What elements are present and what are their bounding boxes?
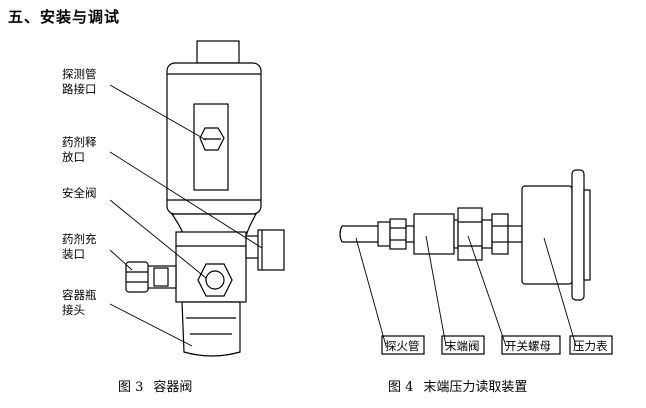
label-probe-tube: 探火管	[385, 339, 420, 353]
label-fill-port-2: 装口	[62, 247, 85, 261]
label-fill-port-1: 药剂充	[62, 232, 97, 246]
label-agent-release-1: 药剂释	[62, 135, 97, 149]
label-gauge: 压力表	[573, 339, 608, 353]
section-title: 五、安装与调试	[8, 8, 121, 26]
label-switch-nut: 开关螺母	[505, 339, 551, 353]
figure-3-caption: 图 3 容器阀	[118, 376, 192, 395]
figure-4-number: 图 4	[388, 380, 414, 395]
label-probe-port-2: 路接口	[62, 82, 97, 96]
fig4-leaders	[355, 235, 577, 347]
label-bottle-joint-2: 接头	[62, 303, 85, 317]
fig4-labels: 探火管 末端阀 开关螺母 压力表	[381, 335, 613, 355]
label-safety-valve: 安全阀	[62, 186, 97, 200]
figure-4-title: 末端压力读取装置	[423, 380, 528, 395]
fig3-labels: 探测管 路接口 药剂释 放口 安全阀 药剂充 装口 容器瓶 接头	[62, 67, 97, 317]
figure-3-number: 图 3	[118, 380, 144, 395]
figure-3-title: 容器阀	[153, 380, 193, 395]
label-probe-port-1: 探测管	[62, 67, 97, 81]
label-agent-release-2: 放口	[62, 150, 85, 164]
figure-4-caption: 图 4 末端压力读取装置	[388, 376, 527, 395]
pressure-device-drawing	[339, 169, 591, 301]
label-end-valve: 末端阀	[445, 339, 480, 353]
container-valve-drawing	[125, 40, 285, 357]
fig3-leaders	[109, 84, 263, 347]
label-bottle-joint-1: 容器瓶	[62, 288, 97, 302]
